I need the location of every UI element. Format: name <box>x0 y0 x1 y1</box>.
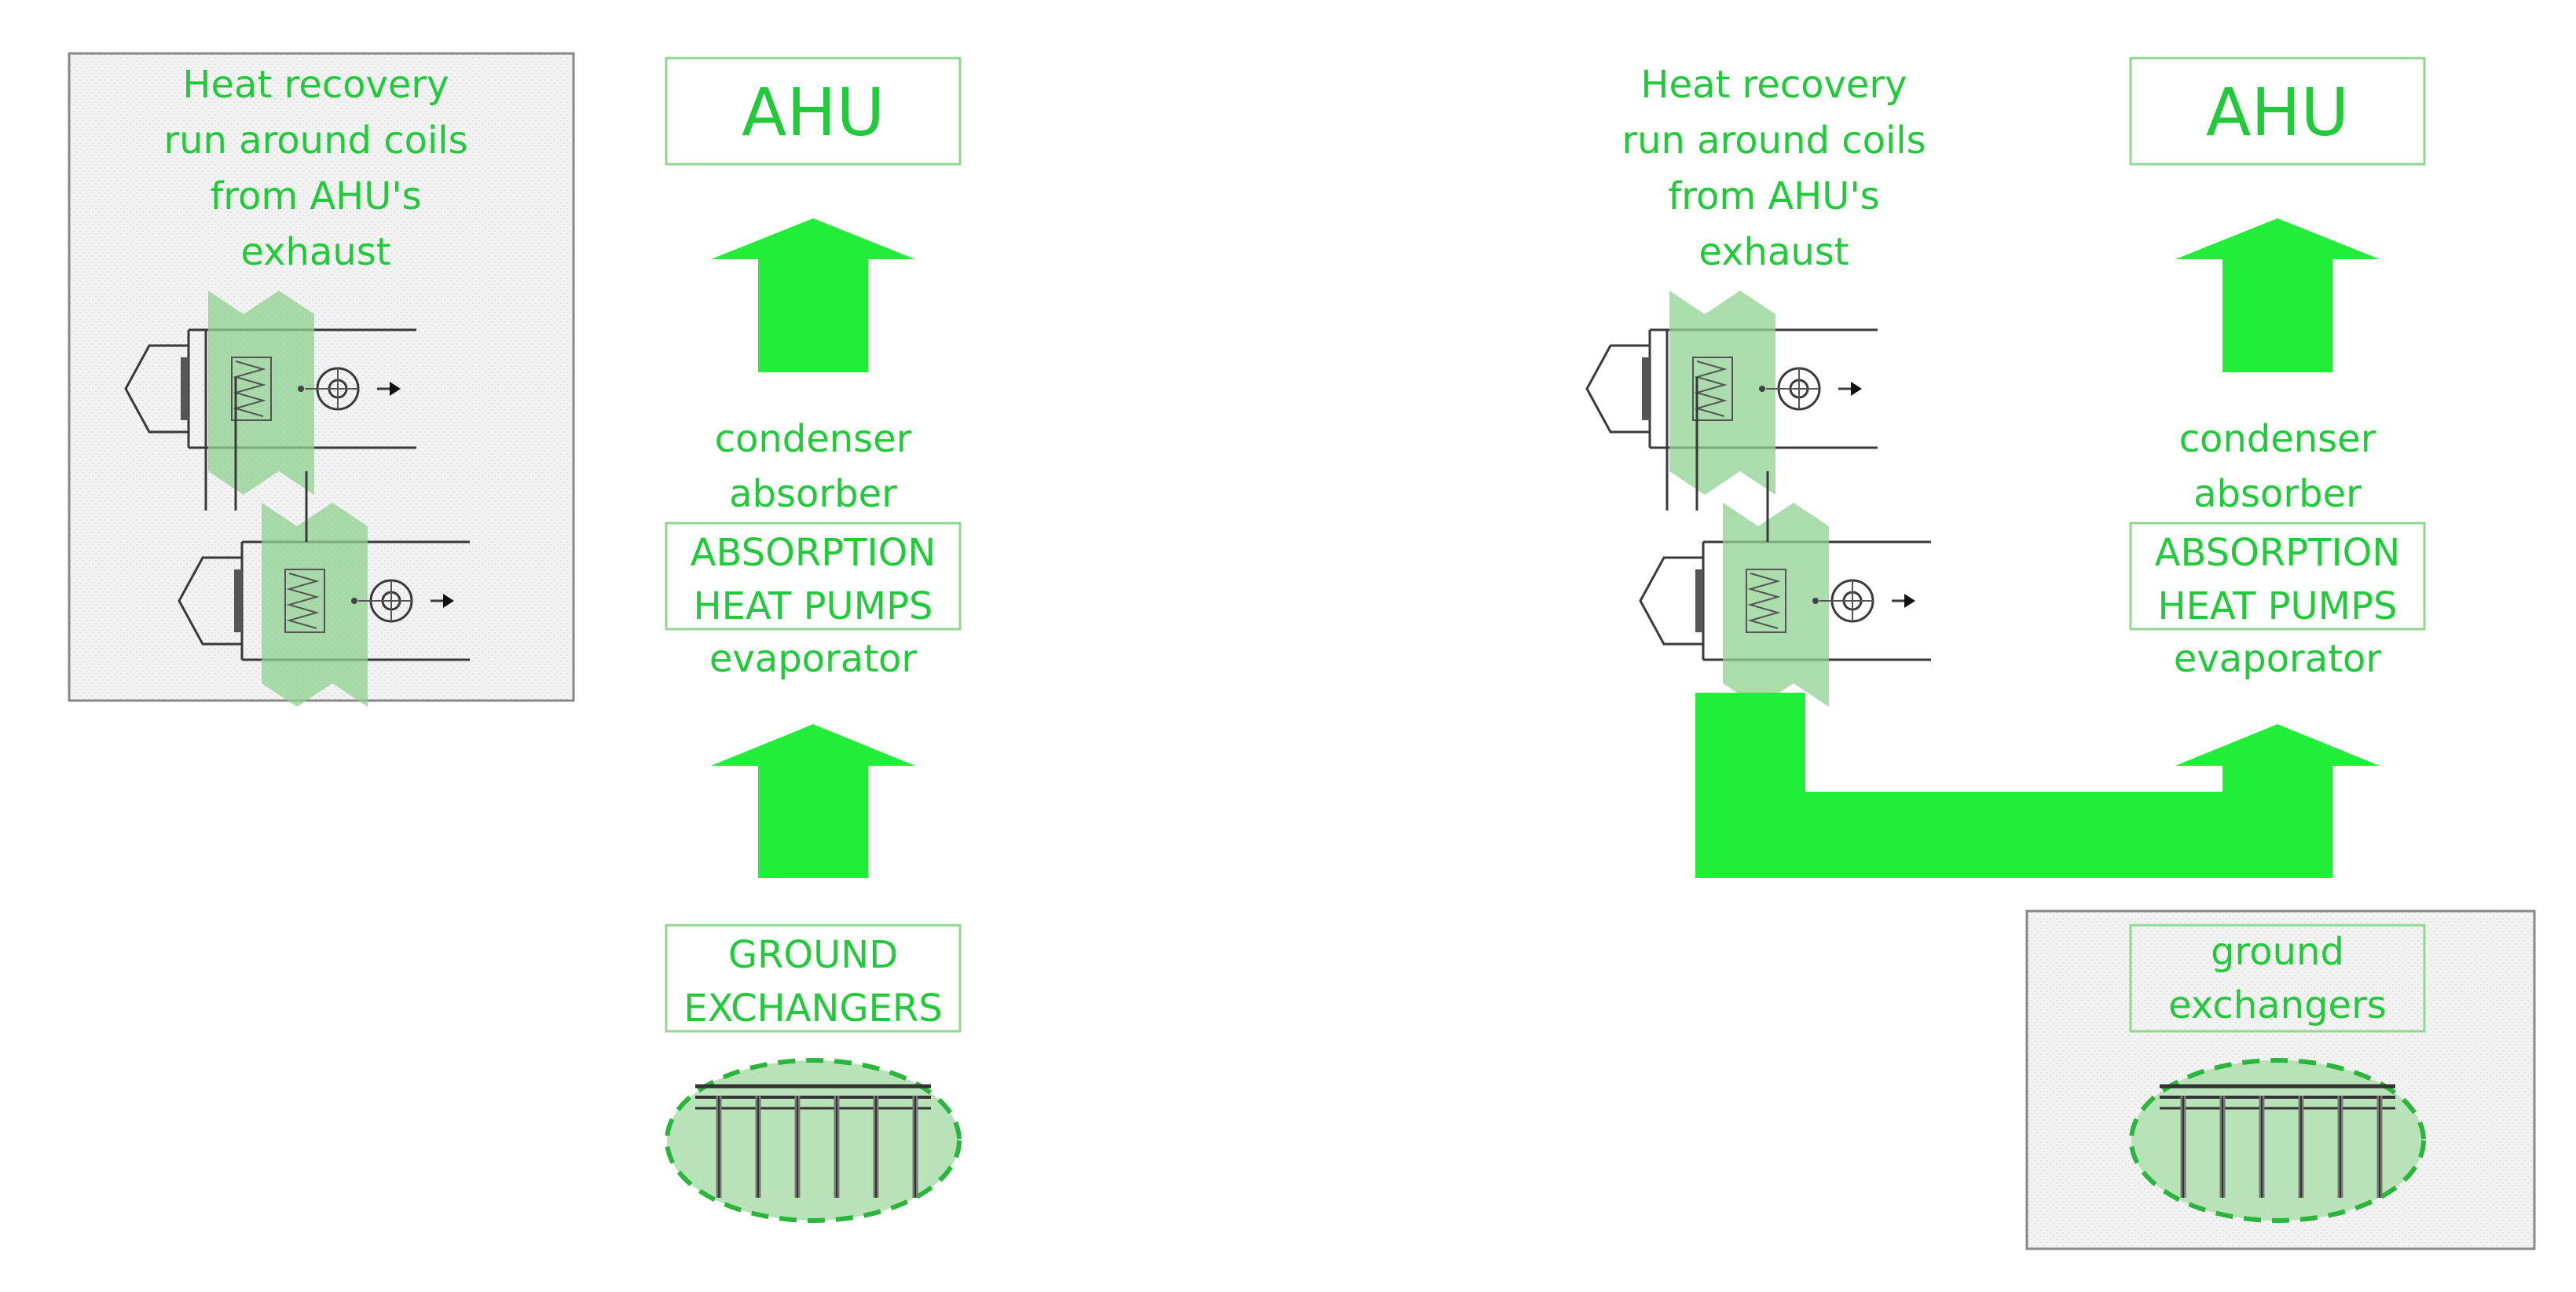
left-absorption-line2: HEAT PUMPS <box>693 584 933 628</box>
left-lower-arrow <box>711 724 915 878</box>
right-condenser-label: condenser <box>2179 417 2376 461</box>
right-upper-arrow <box>2175 218 2380 372</box>
right-heat-recovery-line3: from AHU's <box>1668 174 1879 218</box>
left-upper-arrow <box>711 218 915 372</box>
air-handler-coil-icon <box>1639 501 1933 708</box>
left-evaporator-label: evaporator <box>709 637 918 681</box>
left-ahu-box <box>665 57 962 166</box>
right-evaporator-label: evaporator <box>2174 637 2382 681</box>
right-ground-line1: ground <box>2211 930 2344 974</box>
right-diagram: Heat recovery run around coils from AHU'… <box>1585 57 2536 1250</box>
right-ground-box <box>2129 924 2426 1033</box>
right-ground-line2: exchangers <box>2168 983 2387 1027</box>
left-absorber-label: absorber <box>729 472 897 516</box>
right-feed-arrow <box>1695 693 2380 878</box>
run-around-pipes <box>204 330 308 542</box>
right-ground-field-ellipse <box>2129 1058 2426 1223</box>
right-absorber-label: absorber <box>2193 472 2362 516</box>
right-heat-recovery-line4: exhaust <box>1698 230 1849 274</box>
left-absorption-line1: ABSORPTION <box>691 531 936 575</box>
left-ground-box <box>665 924 962 1033</box>
left-ahu-label: AHU <box>742 74 885 151</box>
left-heat-recovery-line2: run around coils <box>163 119 467 163</box>
right-absorption-line1: ABSORPTION <box>2155 531 2401 575</box>
left-ground-line2: EXCHANGERS <box>683 986 942 1030</box>
right-ahu-box <box>2129 57 2426 166</box>
right-heat-recovery-line1: Heat recovery <box>1640 63 1907 107</box>
right-absorption-box <box>2129 522 2426 631</box>
left-ground-line1: GROUND <box>728 933 898 977</box>
left-ground-field-ellipse <box>665 1058 962 1223</box>
right-absorption-line2: HEAT PUMPS <box>2157 584 2397 628</box>
right-ahu-label: AHU <box>2206 74 2349 151</box>
left-heat-recovery-line1: Heat recovery <box>182 63 449 107</box>
left-condenser-label: condenser <box>715 417 912 461</box>
left-diagram: Heat recovery run around coils from AHU'… <box>68 52 962 1223</box>
left-heat-recovery-line3: from AHU's <box>210 174 421 218</box>
left-absorption-box <box>665 522 962 631</box>
left-heat-recovery-line4: exhaust <box>240 230 390 274</box>
run-around-pipes <box>1665 330 1769 542</box>
air-handler-coil-icon <box>1585 289 1879 496</box>
right-heat-recovery-line2: run around coils <box>1621 119 1926 163</box>
